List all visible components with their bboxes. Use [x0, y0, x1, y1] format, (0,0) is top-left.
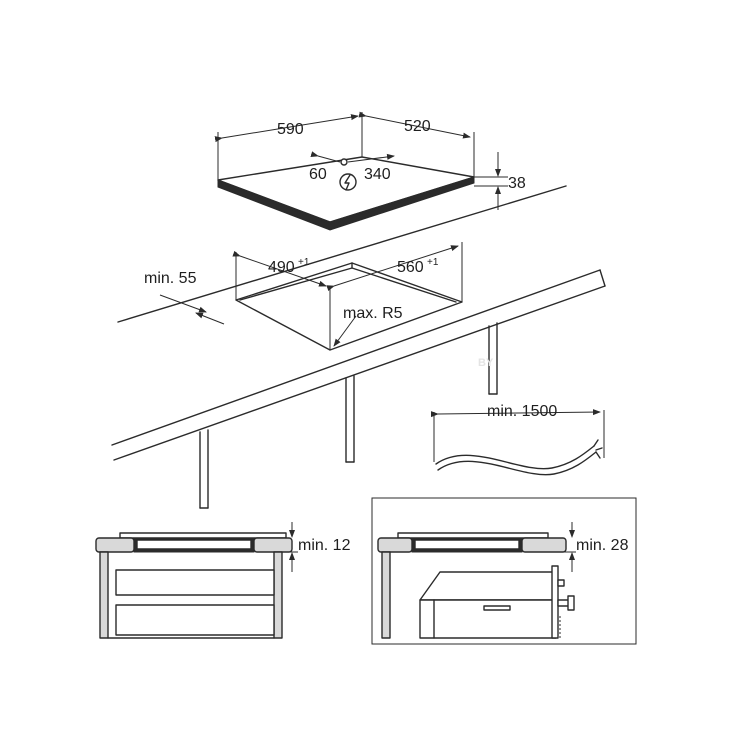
hob-top-view: 590 520 60 340 38 — [214, 111, 526, 231]
oven-installation-section: min. 28 — [371, 497, 637, 645]
dim-r5-label: max. R5 — [343, 305, 403, 322]
watermark: BY — [478, 357, 494, 369]
dim-min55-label: min. 55 — [144, 270, 197, 287]
dim-60-label: 60 — [309, 166, 327, 183]
cutout-opening: 490 +1 560 +1 min. 55 max. R5 — [144, 242, 463, 351]
dim-min1500-label: min. 1500 — [487, 403, 557, 420]
dim-520-label: 520 — [404, 118, 431, 135]
power-cable: min. 1500 — [430, 403, 605, 476]
dim-490-tol: +1 — [298, 257, 310, 268]
dim-560-tol: +1 — [427, 257, 439, 268]
dim-490-label: 490 — [268, 259, 295, 276]
dim-38-label: 38 — [508, 175, 526, 192]
worktop — [111, 185, 606, 509]
dim-min12-label: min. 12 — [298, 537, 351, 554]
dim-590-line — [214, 114, 359, 143]
dim-590-label: 590 — [277, 121, 304, 138]
power-connection-icon — [339, 173, 357, 191]
dim-560-label: 560 — [397, 259, 424, 276]
drawer-installation-section: min. 12 — [95, 522, 351, 639]
dim-520-line — [358, 111, 471, 139]
dim-min28-label: min. 28 — [576, 537, 629, 554]
dim-340-label: 340 — [364, 166, 391, 183]
